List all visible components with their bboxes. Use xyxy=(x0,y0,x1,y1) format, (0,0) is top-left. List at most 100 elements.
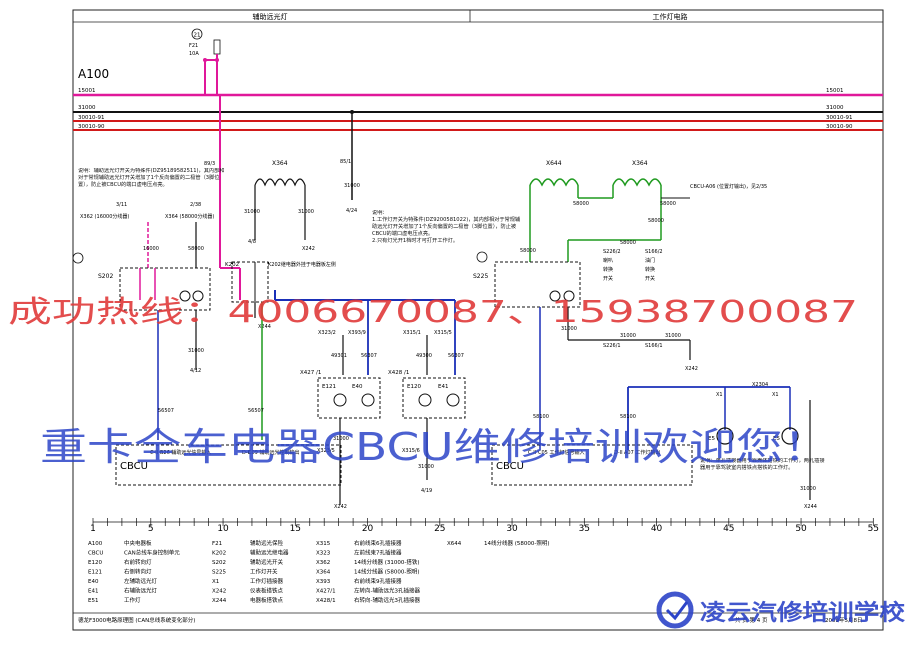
connector-x1-a: X1 xyxy=(716,392,723,398)
legend-code: A100 xyxy=(88,541,103,547)
bus-30010-91-label-left: 30010-91 xyxy=(78,115,104,121)
cbcu-left-box xyxy=(115,444,342,486)
lamp-e40: E40 xyxy=(352,384,363,390)
pin-s166-2: S166/2 xyxy=(645,249,663,255)
legend-description: 右转向-辅助远光3孔插接器 xyxy=(354,596,420,604)
lamp-e121: E121 xyxy=(322,384,336,390)
connector-x1-b: X1 xyxy=(772,392,779,398)
pin-s226-2: S226/2 xyxy=(603,249,621,255)
cbcu-right-label: CBCU xyxy=(496,461,524,472)
pin-x315-1: X315/1 xyxy=(403,330,421,336)
legend-code: X242 xyxy=(212,589,226,595)
cbcu-pin-c-right: C-II xyxy=(528,450,536,456)
legend-code: E40 xyxy=(88,579,99,585)
ruler-label: 55 xyxy=(868,524,879,534)
note-1: 说明：辅助远光灯开关为特殊件(DZ95189582511)，其内部和对于常规辅助… xyxy=(78,168,225,188)
lamp-e41: E41 xyxy=(438,384,448,390)
cbcu-pin-c-left: C-II xyxy=(150,450,158,456)
brand-check-icon xyxy=(665,601,689,621)
note-1-box: 说明：辅助远光灯开关为特殊件(DZ95189582511)，其内部和对于常规辅助… xyxy=(78,168,225,188)
legend-code: X644 xyxy=(447,541,462,547)
lamp-icon-e51-b xyxy=(781,427,799,445)
wire-31000-c: 31000 xyxy=(298,209,314,215)
wire-56307-a-label: 56307 xyxy=(361,353,377,359)
switch-s202-box xyxy=(119,267,211,311)
legend-description: 右侧转向灯 xyxy=(124,568,152,576)
wire-58000-e: 58000 xyxy=(620,240,636,246)
bus-31000-label-right: 31000 xyxy=(826,105,844,111)
fuse-number-circle xyxy=(191,28,203,40)
ruler-label: 5 xyxy=(148,524,154,534)
fuse-f21-symbol xyxy=(213,39,221,55)
legend-description: 14线分线器 (58000-照明) xyxy=(484,539,550,547)
ruler-label: 25 xyxy=(434,524,445,534)
legend-code: S225 xyxy=(212,570,226,576)
legend-description: 右前线束9孔插接器 xyxy=(354,577,402,585)
wire-49301-label: 49301 xyxy=(331,353,347,359)
header-right-title: 工作灯电路 xyxy=(653,12,688,21)
cbcu-in-c05: C05 工作灯信号输入 xyxy=(538,449,584,456)
lamp-icon-e121 xyxy=(333,393,347,407)
brand-logo-icon xyxy=(656,591,694,629)
cbcu-pin-d-right: D-II xyxy=(614,450,623,456)
bus-31000-label-left: 31000 xyxy=(78,105,96,111)
lamp-icon-e40 xyxy=(361,393,375,407)
ruler-label: 50 xyxy=(795,524,807,534)
splice-x364-left xyxy=(254,178,306,187)
legend-description: 辅助远光继电器 xyxy=(250,549,289,557)
legend-code: E121 xyxy=(88,570,102,576)
splice-x644 xyxy=(529,178,579,187)
legend-code: E51 xyxy=(88,598,98,604)
note-2-box: 说明： 1.工作灯开关为特殊件(DZ9200581022)，其内部相对于常规辅助… xyxy=(372,210,521,244)
note-3-box: 说明：单孔插接器用于靠壳体搭铁的工作灯，两孔插接器用于靠驾驶室内搭铁点搭铁的工作… xyxy=(700,458,825,471)
legend-description: 仪表板搭铁点 xyxy=(250,587,284,595)
legend-description: 辅助远光保险 xyxy=(250,539,284,547)
legend-code: CBCU xyxy=(88,551,103,557)
legend-description: 电器板搭铁点 xyxy=(250,596,284,604)
legend-description: 右前转向灯 xyxy=(124,558,152,566)
cbcu-in-c09: C09 辅助远光控制输出 xyxy=(248,449,299,456)
legend-description: 工作灯插接器 xyxy=(250,577,284,585)
wire-31000-a: 31000 xyxy=(344,183,360,189)
switch-icon-s202 xyxy=(72,252,84,264)
pin-89-3: 89/3 xyxy=(204,161,215,167)
wire-31000-g: 31000 xyxy=(561,326,577,332)
relay-k202-box xyxy=(231,261,269,303)
legend-description: 中央电器板 xyxy=(124,539,152,547)
cbcu-in-b26: B26 辅助远光信号输入 xyxy=(160,449,211,456)
switch-label-a3: 开关 xyxy=(603,275,613,282)
lamp-icon-e51-a xyxy=(716,427,734,445)
module-a100-label: A100 xyxy=(78,67,109,81)
lamp-icon-s225-b xyxy=(563,290,575,302)
legend-code: E120 xyxy=(88,560,102,566)
legend-code: X1 xyxy=(212,579,219,585)
wire-49300-label: 49300 xyxy=(416,353,432,359)
wire-31000-b: 31000 xyxy=(244,209,260,215)
wire-58000-b: 58000 xyxy=(573,201,589,207)
pin-85-1: 85/1 xyxy=(340,159,351,165)
pin-s166-1: S166/1 xyxy=(645,343,663,349)
fuse-number: 21 xyxy=(194,33,201,39)
legend-code: X364 xyxy=(316,570,331,576)
legend-description: 工作灯 xyxy=(124,596,141,604)
switch-label-a1: 喇叭 xyxy=(603,257,613,264)
switch-s202-label: S202 xyxy=(98,273,113,280)
pin-3-11: 3/11 xyxy=(116,202,127,208)
wire-58100-b: 58100 xyxy=(620,414,636,420)
wire-31000-f: 31000 xyxy=(418,464,434,470)
ground-x244-b: X244 xyxy=(804,504,817,510)
junction-dot xyxy=(350,110,354,114)
ground-x244-a: X244 xyxy=(258,324,271,330)
header-left-title: 辅助远光灯 xyxy=(253,12,288,21)
cbcu-in-a07: A07 工作灯输出 xyxy=(624,449,660,456)
legend-description: 左辅助远光灯 xyxy=(124,577,158,585)
relay-k202-label: K202 xyxy=(225,262,239,268)
switch-icon-s225 xyxy=(476,251,488,263)
legend-description: 辅助远光开关 xyxy=(250,558,284,566)
legend-code: X323 xyxy=(316,551,331,557)
note-2: 说明： 1.工作灯开关为特殊件(DZ9200581022)，其内部相对于常规辅助… xyxy=(372,210,521,244)
ruler-label: 1 xyxy=(90,524,96,534)
legend-code: F21 xyxy=(212,541,222,547)
switch-label-b2: 转换 xyxy=(645,266,655,273)
